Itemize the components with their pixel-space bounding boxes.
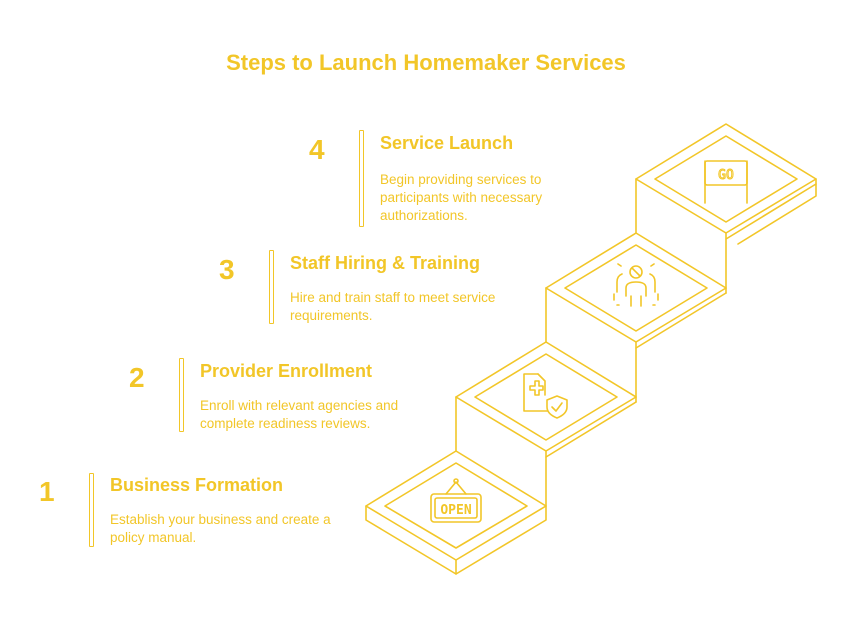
stair-block-4 <box>635 123 817 289</box>
step-number: 3 <box>219 254 235 285</box>
open-sign-text: OPEN <box>440 503 471 518</box>
staff-person-icon <box>613 263 659 307</box>
open-sign-icon: OPEN <box>430 478 482 523</box>
step-description: Enroll with relevant agencies and comple… <box>200 398 399 431</box>
stair-block-2 <box>455 341 637 507</box>
go-flag-icon: GO <box>704 160 748 204</box>
step-number: 1 <box>39 476 55 507</box>
medical-document-shield-icon <box>523 373 568 419</box>
step-heading: Provider Enrollment <box>200 361 373 381</box>
step-heading: Staff Hiring & Training <box>290 253 481 273</box>
step-bar <box>359 130 364 227</box>
step-number: 2 <box>129 362 145 393</box>
step-bar <box>89 473 94 547</box>
step-bar <box>269 250 274 324</box>
step-number: 4 <box>309 134 325 165</box>
step-heading: Business Formation <box>110 475 284 495</box>
step-heading: Service Launch <box>380 133 514 153</box>
diagram-title: Steps to Launch Homemaker Services <box>226 50 626 75</box>
step-description: Establish your business and create a pol… <box>110 512 331 545</box>
step-description: Hire and train staff to meet service req… <box>290 290 496 323</box>
go-flag-text: GO <box>718 168 734 183</box>
step-bar <box>179 358 184 432</box>
stair-block-3 <box>545 232 727 398</box>
step-description: Begin providing services to participants… <box>380 172 543 223</box>
